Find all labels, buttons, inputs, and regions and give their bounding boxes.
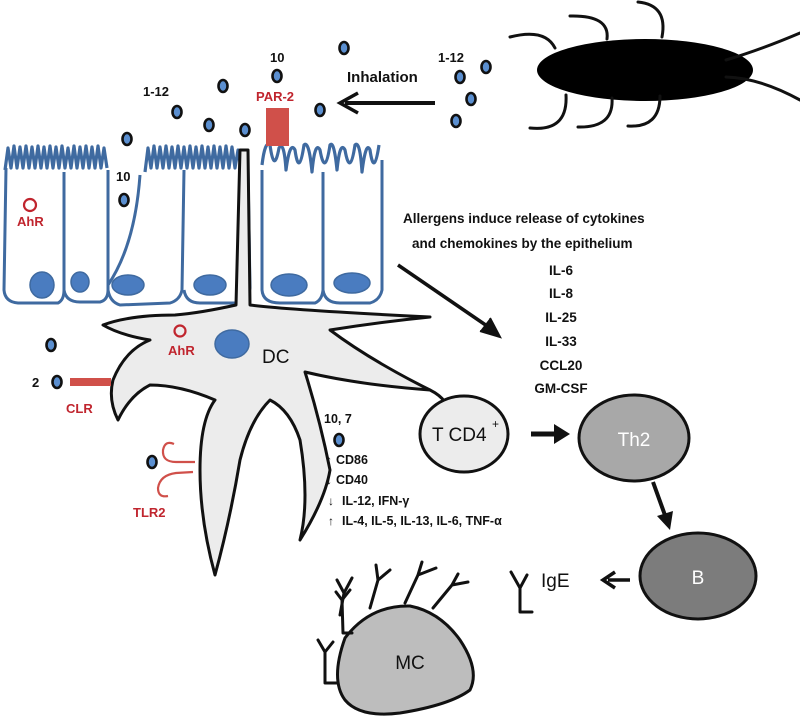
tlr2-receptor-icon	[156, 441, 195, 498]
dc-marker-list: ↑ CD86 ↓ CD40 ↓ IL-12, IFN-γ ↑ IL-4, IL-…	[326, 453, 502, 528]
b-to-ige-arrow	[599, 570, 630, 590]
marker-arrow-down: ↓	[328, 494, 334, 508]
ige-label: IgE	[541, 571, 570, 592]
cytokine-item: IL-6	[549, 263, 573, 278]
allergen-particles	[45, 40, 492, 470]
marker-arrow-down: ↓	[326, 473, 332, 487]
par2-label: PAR-2	[256, 89, 294, 104]
allergen-particle	[333, 432, 345, 448]
allergen-particle	[450, 113, 462, 129]
allergen-particle	[171, 104, 183, 120]
marker-label: IL-4, IL-5, IL-13, IL-6, TNF-α	[342, 514, 502, 528]
ige-antibody-icon	[509, 570, 534, 614]
allergen-group-label: 1-12	[438, 50, 464, 65]
tcd4-cell	[418, 394, 510, 474]
nucleus	[333, 272, 371, 294]
cockroach-icon	[508, 0, 800, 130]
cytokine-item: IL-8	[549, 286, 573, 301]
dc-label: DC	[262, 347, 289, 368]
dendritic-cell	[101, 148, 432, 577]
allergen-group-label: 1-12	[143, 84, 169, 99]
allergen-particle	[314, 102, 326, 118]
clr-receptor	[70, 378, 111, 386]
airway-epithelium	[2, 142, 384, 307]
marker-label: CD86	[336, 453, 368, 467]
mc-bound-ige-icons	[316, 560, 470, 685]
mast-cell	[336, 604, 475, 716]
nucleus	[29, 271, 55, 299]
epithelium-caption-line2: and chemokines by the epithelium	[412, 236, 633, 251]
inhalation-label: Inhalation	[347, 69, 418, 86]
allergen-particle	[217, 78, 229, 94]
allergen-particle	[51, 374, 63, 390]
allergen-particle	[480, 59, 492, 75]
b-cell	[638, 531, 758, 621]
ahr-receptor-icon	[173, 324, 187, 338]
epithelium-to-cytokines-arrow	[397, 263, 502, 339]
allergen-particle	[45, 337, 57, 353]
dc-allergen-label: 10, 7	[324, 412, 352, 426]
inhalation-arrow	[336, 91, 435, 115]
allergen-particle	[239, 122, 251, 138]
nucleus	[70, 271, 90, 293]
nucleus	[270, 273, 308, 297]
cytokine-list: IL-6 IL-8 IL-25 IL-33 CCL20 GM-CSF	[534, 263, 587, 396]
cytokine-item: IL-25	[545, 310, 577, 325]
allergen-particle	[118, 192, 130, 208]
epithelium-caption-line1: Allergens induce release of cytokines	[403, 211, 645, 226]
marker-label: CD40	[336, 473, 368, 487]
tcd4-to-th2-arrow	[531, 424, 570, 444]
nucleus	[111, 274, 145, 296]
clr-allergen-label: 2	[32, 375, 39, 390]
dc-nucleus	[214, 329, 250, 359]
marker-arrow-up: ↑	[328, 514, 334, 528]
marker-label: IL-12, IFN-γ	[342, 494, 409, 508]
th2-label: Th2	[618, 430, 651, 451]
cytokine-item: IL-33	[545, 334, 577, 349]
tcd4-label: T CD4	[432, 425, 487, 446]
allergen-particle	[338, 40, 350, 56]
cytokine-item: GM-CSF	[534, 381, 587, 396]
tlr2-label: TLR2	[133, 505, 166, 520]
th2-cell	[577, 393, 691, 483]
mc-label: MC	[395, 653, 425, 674]
marker-arrow-up: ↑	[326, 453, 332, 467]
allergen-group-label: 10	[270, 50, 284, 65]
cytokine-item: CCL20	[540, 358, 583, 373]
allergen-particle	[203, 117, 215, 133]
nucleus	[193, 274, 227, 296]
allergen-particle	[465, 91, 477, 107]
ahr-epithelium-label: AhR	[17, 214, 44, 229]
allergen-group-label: 10	[116, 169, 130, 184]
allergen-particle	[271, 68, 283, 84]
par2-receptor	[266, 108, 289, 146]
b-label: B	[692, 568, 705, 589]
th2-to-b-arrow	[651, 481, 673, 530]
ahr-receptor-icon	[22, 197, 38, 213]
tcd4-superscript: +	[492, 417, 499, 431]
allergen-particle	[454, 69, 466, 85]
allergen-particle	[121, 131, 133, 147]
allergen-particle	[146, 454, 158, 470]
ahr-dc-label: AhR	[168, 343, 195, 358]
clr-label: CLR	[66, 401, 93, 416]
